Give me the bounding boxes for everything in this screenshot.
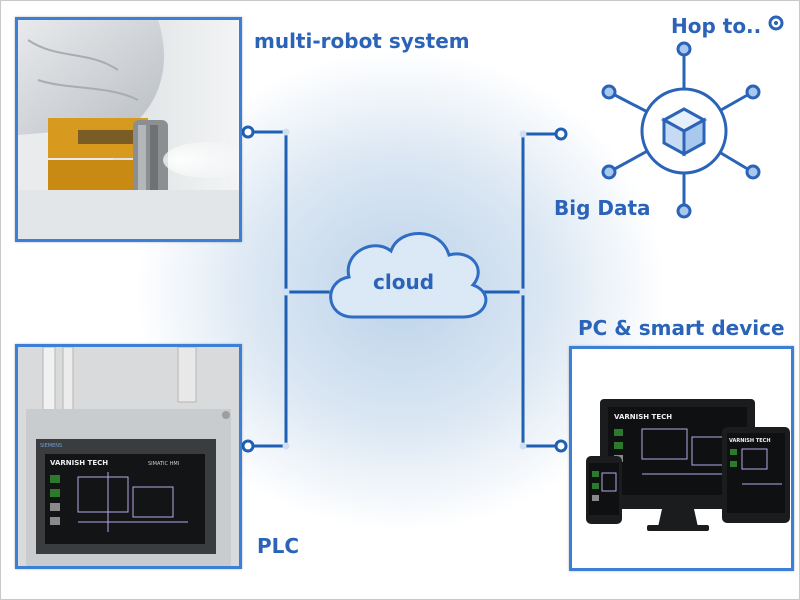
bigdata-label: Big Data bbox=[554, 196, 651, 220]
cloud-icon bbox=[329, 232, 488, 319]
tablet-screen-brand: VARNISH TECH bbox=[729, 438, 771, 444]
plc-photo: VARNISH TECH SIMATIC HMI SIEMENS bbox=[15, 344, 242, 569]
monitor-screen-brand: VARNISH TECH bbox=[614, 413, 672, 421]
left-connector bbox=[248, 130, 333, 448]
plc-screen-brand: VARNISH TECH bbox=[50, 459, 108, 467]
devices-photo: VARNISH TECH VARNISH TECH bbox=[569, 346, 794, 571]
target-dot-icon[interactable] bbox=[768, 15, 784, 31]
devices-image: VARNISH TECH VARNISH TECH bbox=[572, 349, 791, 568]
plc-label: PLC bbox=[257, 534, 300, 558]
hop-to-link[interactable]: Hop to.. bbox=[671, 14, 762, 38]
cloud-label: cloud bbox=[373, 270, 435, 294]
devices-label: PC & smart device bbox=[578, 316, 785, 340]
plc-screen-layout bbox=[77, 472, 188, 532]
network-hub-cube-icon bbox=[601, 41, 761, 219]
robot-image bbox=[18, 20, 239, 239]
connector-nodes bbox=[241, 125, 568, 453]
plc-screen-buttons bbox=[50, 475, 60, 525]
robot-label: multi-robot system bbox=[254, 29, 470, 53]
robot-photo bbox=[15, 17, 242, 242]
plc-image: VARNISH TECH SIMATIC HMI SIEMENS bbox=[18, 347, 239, 566]
plc-panel-vendor: SIEMENS bbox=[40, 443, 62, 449]
right-connector bbox=[479, 132, 561, 448]
plc-panel-model: SIMATIC HMI bbox=[148, 461, 179, 467]
